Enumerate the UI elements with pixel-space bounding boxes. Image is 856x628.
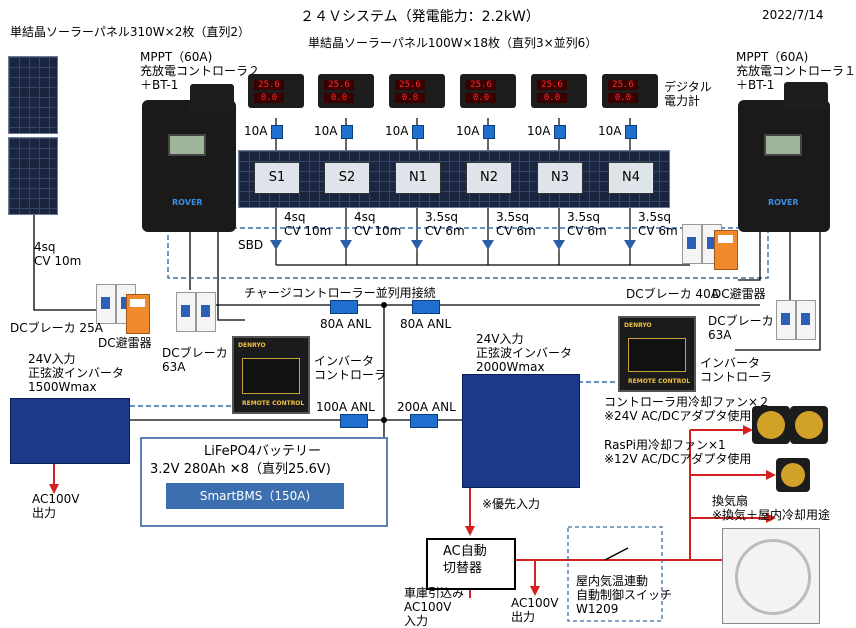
ac-out-left-label: AC100V 出力 xyxy=(32,492,80,520)
left-wire-label: 4sq CV 10m xyxy=(34,240,82,268)
string-label: S2 xyxy=(324,162,370,194)
diagram-title: ２４Ｖシステム（発電能力：2.2kW） xyxy=(300,9,540,25)
string-wire-label: 4sq CV 10m xyxy=(284,210,332,238)
mppt-controller-2: ROVER xyxy=(142,100,236,232)
string-fuse-label: 10A xyxy=(598,124,622,138)
dc-spd-right-label: DC避雷器 xyxy=(712,287,766,301)
string-label: N2 xyxy=(466,162,512,194)
string-label: S1 xyxy=(254,162,300,194)
inverter-right-label: 24V入力 正弦波インバータ 2000Wmax xyxy=(476,332,573,374)
string-wire-label: 3.5sq CV 6m xyxy=(496,210,536,238)
anl-80-right-label: 80A ANL xyxy=(400,317,452,331)
inverter-controller-left: DENRYO REMOTE CONTROL xyxy=(232,336,310,414)
string-fuse-label: 10A xyxy=(527,124,551,138)
solar-panel-310w-1 xyxy=(8,56,58,134)
sbd-label: SBD xyxy=(238,238,264,252)
dc-breaker-40-label: DCブレーカ 40A xyxy=(626,287,719,301)
bt1-module-2 xyxy=(190,84,234,112)
ac-auto-switch xyxy=(426,538,516,590)
ats-label: AC自動 切替器 xyxy=(443,544,487,576)
string-fuse xyxy=(554,125,566,139)
battery-spec: 3.2V 280Ah ✕8（直列25.6V) xyxy=(150,462,331,477)
inverter-2000w xyxy=(462,374,580,488)
cooling-fan-2 xyxy=(790,406,828,444)
solar-panel-310w-2 xyxy=(8,137,58,215)
anl-200-label: 200A ANL xyxy=(397,400,456,414)
array-label: 単結晶ソーラーパネル100W×18枚（直列3×並列6） xyxy=(308,36,598,50)
string-fuse xyxy=(483,125,495,139)
string-fuse xyxy=(625,125,637,139)
dc-spd-left xyxy=(126,294,150,334)
anl-100-label: 100A ANL xyxy=(316,400,375,414)
solar-array-100w xyxy=(238,150,670,208)
string-label: N4 xyxy=(608,162,654,194)
string-fuse-label: 10A xyxy=(456,124,480,138)
string-fuse-label: 10A xyxy=(244,124,268,138)
string-fuse-label: 10A xyxy=(385,124,409,138)
string-wire-label: 3.5sq CV 6m xyxy=(638,210,678,238)
fan-ctrl-label: コントローラ用冷却ファン×２ ※24V AC/DCアダプタ使用 xyxy=(604,395,771,423)
ventilation-fan xyxy=(722,528,820,624)
string-wire-label: 4sq CV 10m xyxy=(354,210,402,238)
inverter-controller-right: DENRYO REMOTE CONTROL xyxy=(618,316,696,392)
smart-bms: SmartBMS（150A) xyxy=(166,483,344,509)
dc-breaker-63a-right xyxy=(776,300,796,340)
dc-spd-right xyxy=(714,230,738,270)
anl-80-left-label: 80A ANL xyxy=(320,317,372,331)
dc-breaker-63-left-label: DCブレーカ 63A xyxy=(162,346,228,374)
string-label: N1 xyxy=(395,162,441,194)
inverter-1500w xyxy=(10,398,130,464)
system-diagram: ２４Ｖシステム（発電能力：2.2kW） 2022/7/14 単結晶ソーラーパネル… xyxy=(8,8,856,628)
left-panel-label: 単結晶ソーラーパネル310W×2枚（直列2） xyxy=(10,25,250,39)
string-fuse xyxy=(341,125,353,139)
garage-input-label: 車庫引込み AC100V 入力 xyxy=(404,586,465,628)
vent-fan-label: 換気扇 ※換気＋屋内冷却用途 xyxy=(712,494,831,522)
diagram-date: 2022/7/14 xyxy=(762,8,824,22)
battery-title: LiFePO4バッテリー xyxy=(204,444,321,459)
dc-breaker-25a xyxy=(96,284,116,324)
bt1-module-1 xyxy=(784,82,828,110)
dc-breaker-63a-left xyxy=(176,292,196,332)
cooling-fan-1 xyxy=(752,406,790,444)
string-fuse xyxy=(412,125,424,139)
anl-80a-right xyxy=(412,300,440,314)
inverter-ctrl-right-label: インバータ コントローラ xyxy=(700,356,773,384)
dc-breaker-40a xyxy=(682,224,702,264)
anl-100a xyxy=(340,414,368,428)
ac-out-center-label: AC100V 出力 xyxy=(511,596,559,624)
dc-breaker-63a-right-b xyxy=(796,300,816,340)
string-fuse-label: 10A xyxy=(314,124,338,138)
dc-breaker-25-label: DCブレーカ 25A xyxy=(10,321,103,335)
priority-input-label: ※優先入力 xyxy=(482,497,541,511)
mppt1-label: MPPT（60A) 充放電コントローラ１ ＋BT-1 xyxy=(736,50,856,92)
battery-box xyxy=(140,437,388,527)
mppt-controller-1: ROVER xyxy=(738,100,830,232)
meter-label: デジタル 電力計 xyxy=(664,80,712,108)
string-label: N3 xyxy=(537,162,583,194)
string-wire-label: 3.5sq CV 6m xyxy=(425,210,465,238)
parallel-link-label: チャージコントローラー並列用接続 xyxy=(244,286,436,300)
dc-breaker-63a-left-b xyxy=(196,292,216,332)
switch-label: 屋内気温連動 自動制御スイッチ W1209 xyxy=(576,574,673,616)
fan-raspi-label: RasPi用冷却ファン×1 ※12V AC/DCアダプタ使用 xyxy=(604,438,752,466)
anl-200a xyxy=(410,414,438,428)
dc-spd-left-label: DC避雷器 xyxy=(98,336,152,350)
string-fuse xyxy=(271,125,283,139)
dc-breaker-63-right-label: DCブレーカ 63A xyxy=(708,314,774,342)
inverter-ctrl-left-label: インバータ コントローラ xyxy=(314,354,387,382)
anl-80a-left xyxy=(330,300,358,314)
mppt2-label: MPPT（60A) 充放電コントローラ２ ＋BT-1 xyxy=(140,50,261,92)
raspi-fan xyxy=(776,458,810,492)
inverter-left-label: 24V入力 正弦波インバータ 1500Wmax xyxy=(28,352,125,394)
string-wire-label: 3.5sq CV 6m xyxy=(567,210,607,238)
